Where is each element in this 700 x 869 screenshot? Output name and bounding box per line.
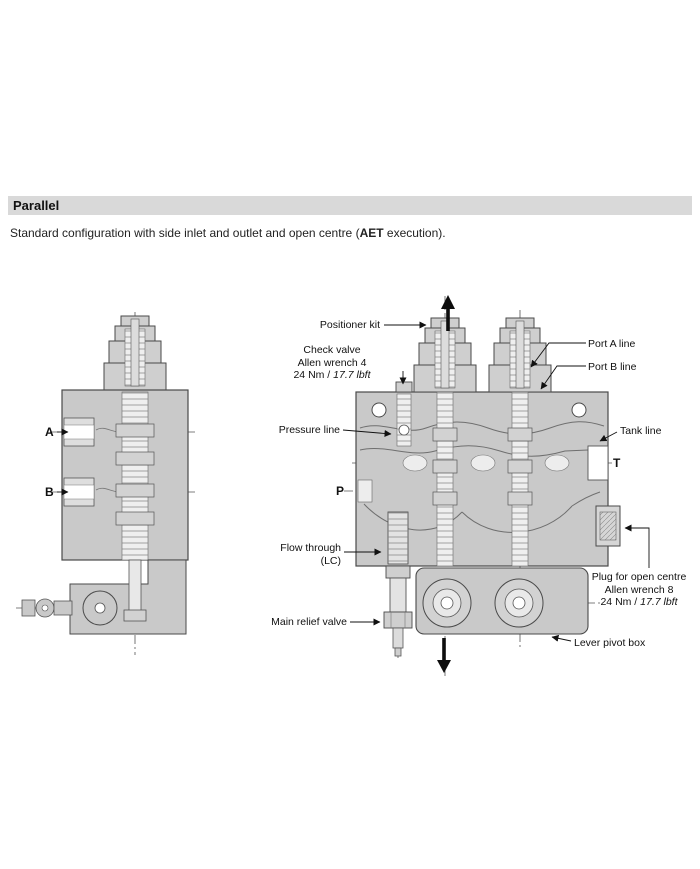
label-flow-through: Flow through (LC) (280, 542, 341, 567)
tank-line-leader (599, 431, 618, 442)
flow-arrow-down-icon (437, 638, 451, 673)
label-main-relief-valve: Main relief valve (271, 616, 347, 628)
plug-leader (624, 524, 650, 568)
left-port-arrows (57, 428, 69, 496)
lever-clevis (21, 599, 36, 617)
p-port-cavity (357, 479, 373, 503)
label-port-b: B (45, 485, 54, 499)
description-text: Standard configuration with side inlet a… (10, 226, 446, 240)
label-lever-pivot-box: Lever pivot box (574, 637, 646, 649)
label-port-a: A (45, 425, 54, 439)
leader-lines (342, 321, 650, 642)
label-port-t: T (613, 456, 621, 470)
label-check-valve: Check valve Allen wrench 4 24 Nm / 17.7 … (293, 344, 371, 381)
mounting-hole (371, 402, 387, 418)
spool-section-2 (488, 317, 552, 567)
lever-pivot-boxes (415, 567, 589, 635)
port-b-line-leader (540, 365, 586, 390)
pressure-line-leader (342, 429, 392, 437)
label-port-p: P (336, 484, 345, 498)
section-header: Parallel (8, 196, 692, 215)
left-valve-section (16, 312, 198, 655)
port-a-line-leader (530, 342, 586, 368)
left-positioner-cap (103, 315, 167, 391)
flow-arrow-up-icon (441, 295, 455, 331)
right-valve-section (344, 295, 621, 676)
check-valve-assembly (395, 381, 413, 447)
mounting-hole (571, 402, 587, 418)
label-plug-open-centre: Plug for open centre Allen wrench 8 24 N… (591, 571, 687, 608)
label-positioner-kit: Positioner kit (319, 319, 380, 331)
section-title: Parallel (13, 198, 60, 213)
label-pressure-line: Pressure line (278, 424, 340, 436)
label-port-b-line: Port B line (588, 361, 637, 373)
main-relief-valve-assembly (383, 511, 413, 657)
label-port-a-line: Port A line (588, 338, 636, 350)
label-tank-line: Tank line (620, 425, 662, 437)
lever-pivot-leader (551, 634, 572, 642)
t-port-cavity (587, 445, 609, 481)
spool-section-1 (413, 317, 477, 567)
